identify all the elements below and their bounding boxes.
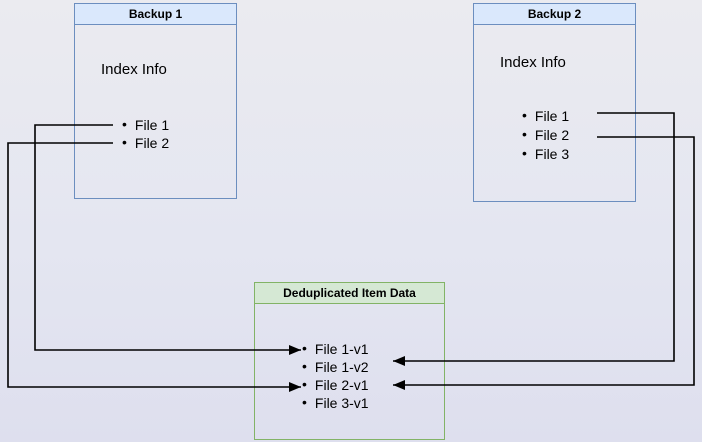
backup2-index-info-label: Index Info xyxy=(500,54,566,71)
file-label: File 2 xyxy=(534,126,570,143)
list-item: • File 2 xyxy=(522,125,569,144)
file-label: File 1 xyxy=(134,117,170,133)
bullet-icon: • xyxy=(522,144,527,161)
backup1-box: Backup 1 xyxy=(74,3,237,199)
dedup-item-label: File 2-v1 xyxy=(314,377,369,393)
bullet-icon: • xyxy=(302,358,307,374)
list-item: • File 2 xyxy=(122,134,169,152)
backup2-file-list: • File 1 • File 2 • File 3 xyxy=(522,106,569,163)
bullet-icon: • xyxy=(522,125,527,142)
bullet-icon: • xyxy=(122,134,127,150)
list-item: • File 1 xyxy=(522,106,569,125)
dedup-header: Deduplicated Item Data xyxy=(255,283,444,304)
dedup-title: Deduplicated Item Data xyxy=(283,286,416,300)
bullet-icon: • xyxy=(302,340,307,356)
list-item: • File 3-v1 xyxy=(302,394,369,412)
file-label: File 3 xyxy=(534,145,570,162)
list-item: • File 2-v1 xyxy=(302,376,369,394)
file-label: File 1 xyxy=(534,107,570,124)
bullet-icon: • xyxy=(122,116,127,132)
list-item: • File 1-v2 xyxy=(302,358,369,376)
bullet-icon: • xyxy=(302,376,307,392)
list-item: • File 3 xyxy=(522,144,569,163)
list-item: • File 1 xyxy=(122,116,169,134)
dedup-item-list: • File 1-v1 • File 1-v2 • File 2-v1 • Fi… xyxy=(302,340,369,412)
file-label: File 2 xyxy=(134,135,170,151)
backup1-header: Backup 1 xyxy=(75,4,236,25)
backup2-header: Backup 2 xyxy=(474,4,635,25)
bullet-icon: • xyxy=(302,394,307,410)
backup1-file-list: • File 1 • File 2 xyxy=(122,116,169,152)
dedup-item-label: File 1-v1 xyxy=(314,341,369,357)
dedup-item-label: File 3-v1 xyxy=(314,395,369,411)
bullet-icon: • xyxy=(522,106,527,123)
backup1-index-info-label: Index Info xyxy=(101,61,167,78)
list-item: • File 1-v1 xyxy=(302,340,369,358)
dedup-item-label: File 1-v2 xyxy=(314,359,369,375)
backup2-title: Backup 2 xyxy=(527,7,582,21)
backup1-title: Backup 1 xyxy=(128,7,183,21)
backup2-box: Backup 2 xyxy=(473,3,636,202)
